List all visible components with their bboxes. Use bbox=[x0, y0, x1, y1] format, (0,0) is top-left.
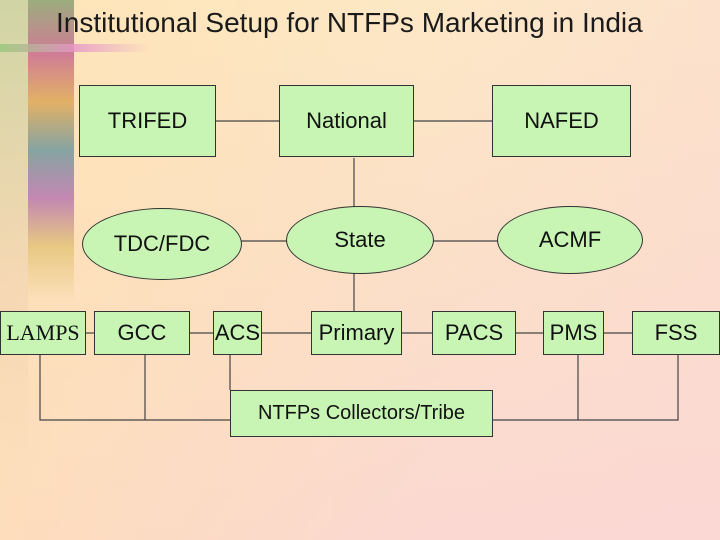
node-pms: PMS bbox=[543, 311, 604, 355]
node-primary: Primary bbox=[311, 311, 402, 355]
node-acs: ACS bbox=[213, 311, 262, 355]
node-acmf: ACMF bbox=[497, 206, 643, 274]
node-tdc-fdc: TDC/FDC bbox=[82, 208, 242, 280]
node-state: State bbox=[286, 206, 434, 274]
node-trifed: TRIFED bbox=[79, 85, 216, 157]
node-fss: FSS bbox=[632, 311, 720, 355]
node-lamps: LAMPS bbox=[0, 311, 86, 355]
node-national: National bbox=[279, 85, 414, 157]
connector-fss-pms-bottom bbox=[493, 355, 678, 420]
connector-lamps-gcc-bottom bbox=[40, 355, 230, 420]
node-ntfps-collectors: NTFPs Collectors/Tribe bbox=[230, 390, 493, 437]
node-pacs: PACS bbox=[432, 311, 516, 355]
node-nafed: NAFED bbox=[492, 85, 631, 157]
node-gcc: GCC bbox=[94, 311, 190, 355]
